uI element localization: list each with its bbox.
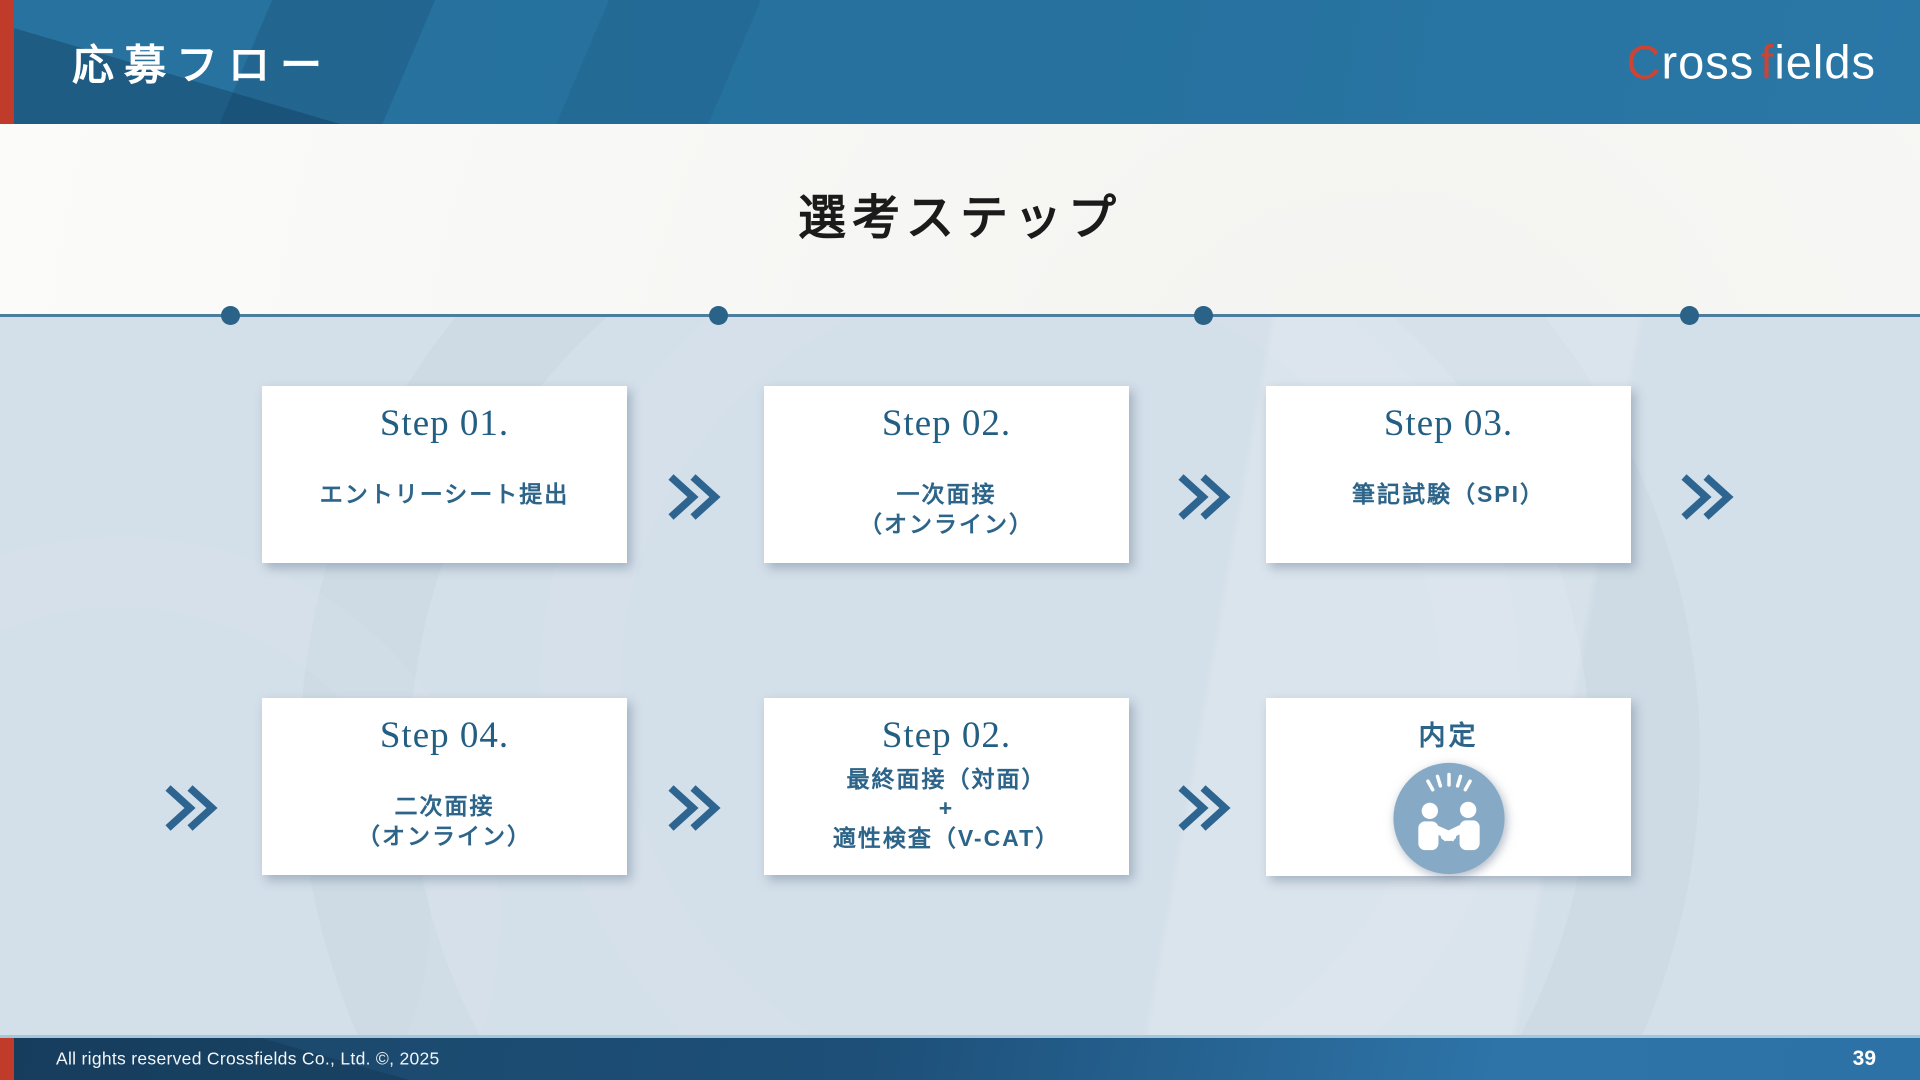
step-description-line: （オンライン） [859,511,1034,538]
step-description-line: 二次面接 [394,793,495,819]
double-chevron-right-icon [668,474,721,520]
logo-letter-c: C [1626,35,1662,89]
timeline-dot [709,306,728,325]
step-number: Step 03. [1383,403,1514,444]
step-card-1: Step 01. エントリーシート提出 [262,386,627,563]
step-description: 筆記試験（SPI） [1352,479,1545,509]
step-description: エントリーシート提出 [320,479,570,509]
page-title: 応募フロー [72,41,333,89]
double-chevron-right-icon [1178,785,1231,831]
timeline-dot [1194,306,1213,325]
title-band [0,124,1920,316]
step-number: Step 02. [881,403,1012,444]
timeline-dot [221,306,240,325]
logo-text-ross: ross [1661,35,1755,89]
step-card-3: Step 03. 筆記試験（SPI） [1266,386,1631,563]
step-description-line: 筆記試験（SPI） [1351,481,1546,507]
step-description-line: 最終面接（対面） [846,766,1047,792]
page-number: 39 [1852,1047,1876,1070]
double-chevron-right-icon [165,785,218,831]
timeline-dot [1680,306,1699,325]
goal-title: 内定 [1418,721,1479,751]
step-number: Step 04. [379,715,510,756]
step-description-line: （オンライン） [357,823,532,850]
goal-card: 内定 [1266,698,1631,876]
red-accent-strip-top [0,0,14,124]
handshake-icon [1392,762,1505,875]
step-description-line: エントリーシート提出 [319,481,570,507]
step-description: 二次面接 （オンライン） [357,791,532,852]
logo-text-ields: ields [1774,35,1876,89]
timeline-line [0,314,1920,317]
step-description: 最終面接（対面） + 適性検査（V-CAT） [833,765,1060,853]
step-number: Step 01. [379,403,510,444]
red-accent-strip-bottom [0,1038,14,1080]
step-description-line: 一次面接 [896,481,997,507]
double-chevron-right-icon [1178,474,1231,520]
footer-bar: All rights reserved Crossfields Co., Ltd… [0,1035,1920,1080]
step-description-line: 適性検査（V-CAT） [832,824,1061,851]
step-description-line: + [938,795,955,822]
copyright-text: All rights reserved Crossfields Co., Ltd… [56,1048,440,1069]
double-chevron-right-icon [1681,474,1734,520]
step-card-5: Step 02. 最終面接（対面） + 適性検査（V-CAT） [764,698,1129,875]
double-chevron-right-icon [668,785,721,831]
step-number: Step 02. [881,715,1012,756]
step-card-2: Step 02. 一次面接 （オンライン） [764,386,1129,563]
logo-letter-f: f [1760,35,1775,89]
step-card-4: Step 04. 二次面接 （オンライン） [262,698,627,875]
section-title: 選考ステップ [797,192,1122,245]
step-description: 一次面接 （オンライン） [859,479,1034,540]
